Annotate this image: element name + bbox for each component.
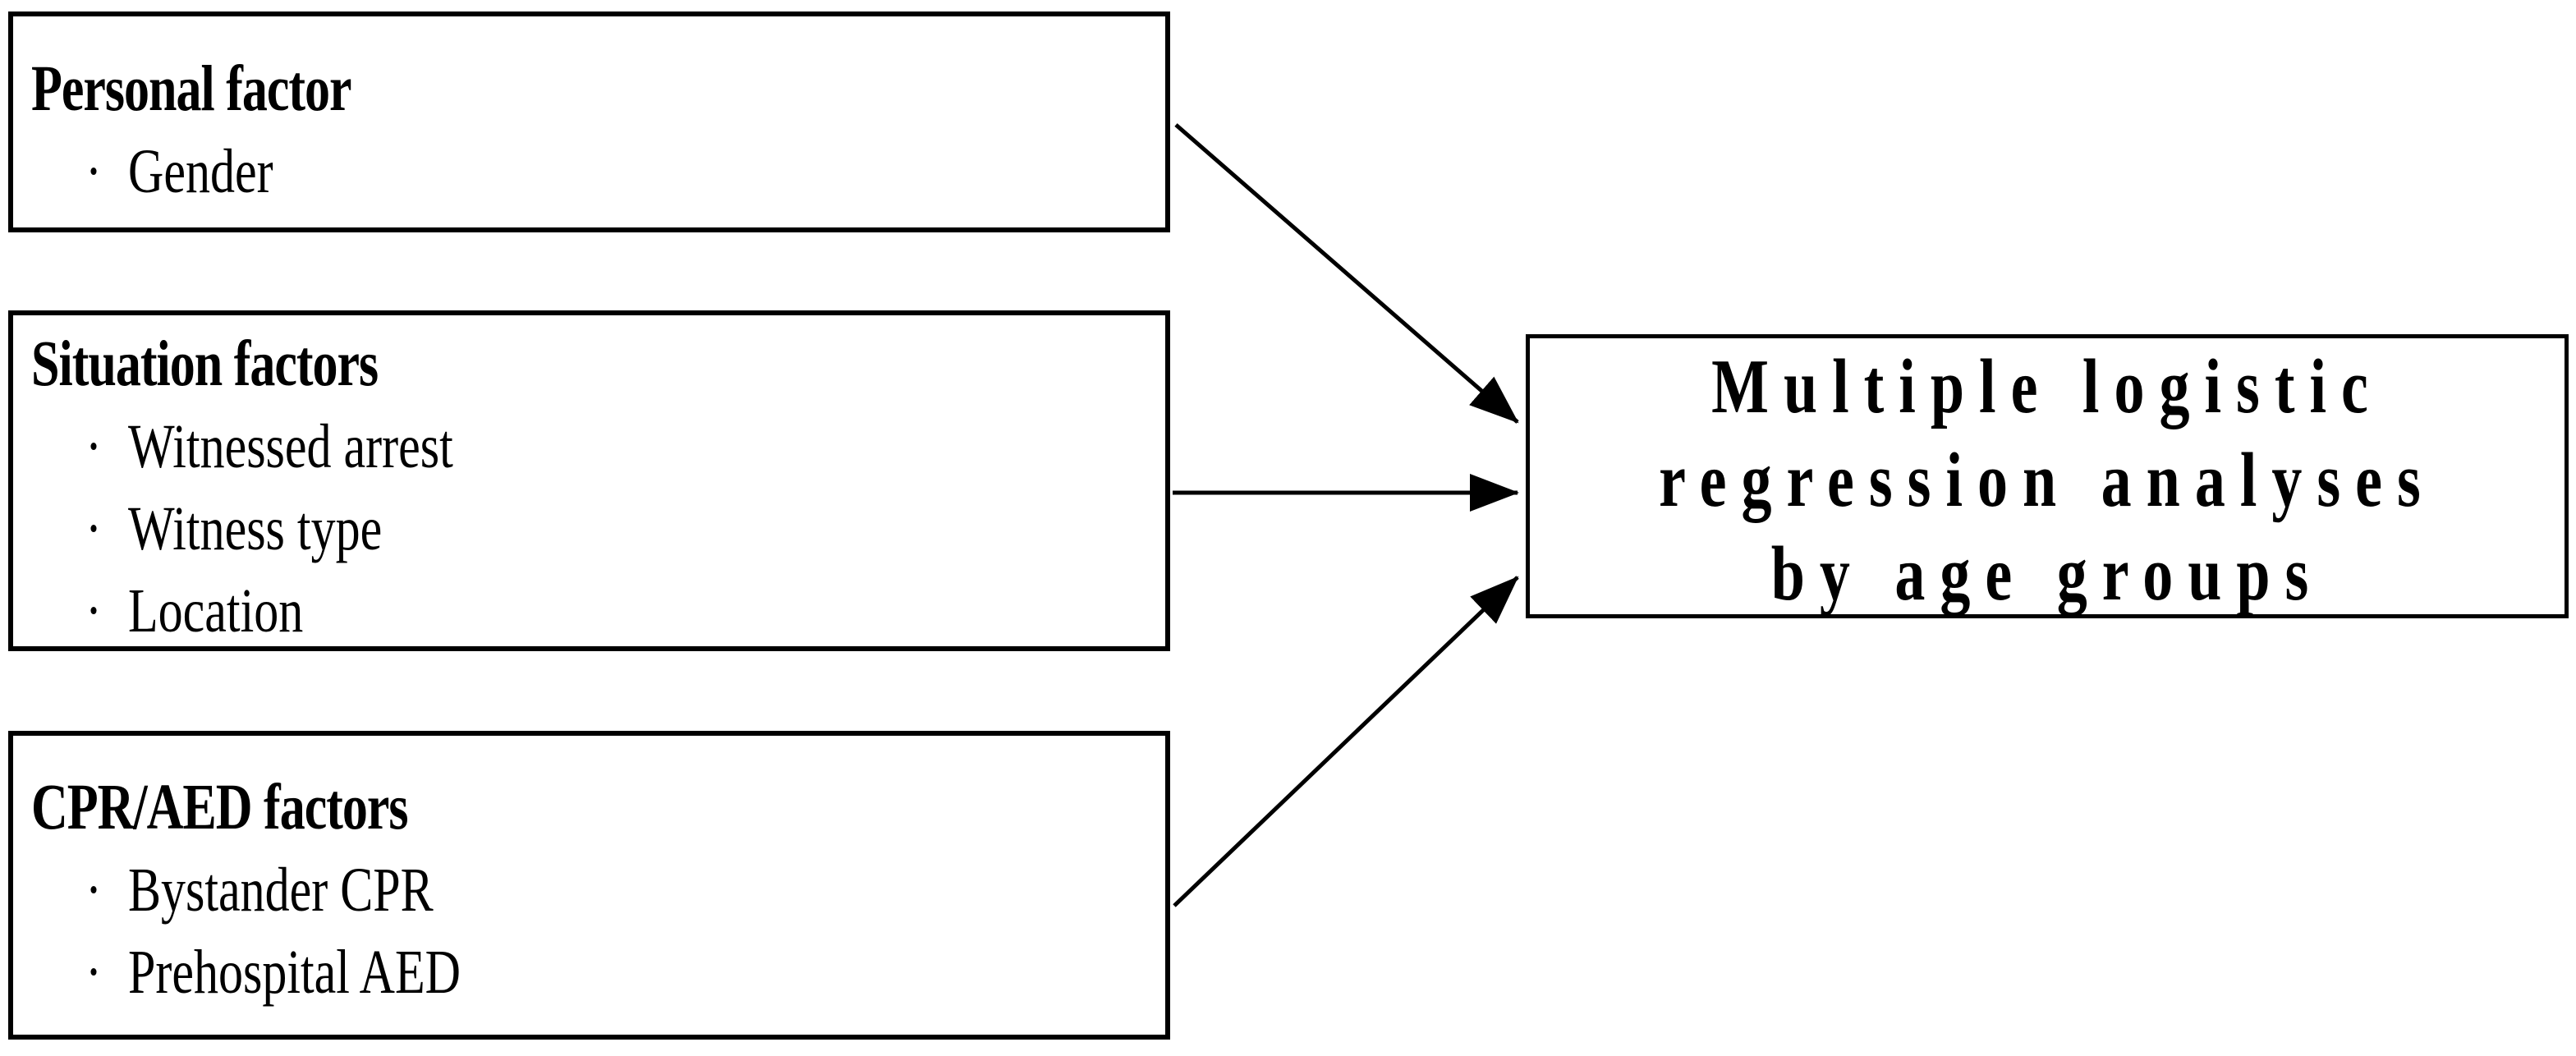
outcome-line-text: Multiple logistic [1711, 343, 2383, 430]
outcome-line-text: regression analyses [1659, 437, 2436, 524]
factor-box-title-text: CPR/AED factors [31, 772, 409, 844]
bullet-dot: · [85, 136, 102, 206]
outcome-line-text: by age groups [1770, 530, 2324, 618]
factor-item-label: Witness type [128, 494, 383, 563]
factor-box-title: Situation factors [13, 324, 1165, 406]
factor-box-title: CPR/AED factors [13, 768, 1165, 850]
arrow-personal-to-outcome [1174, 123, 1519, 424]
factor-item-label: Prehospital AED [128, 937, 461, 1007]
factor-box-situation: Situation factors · Witnessed arrest · W… [8, 310, 1170, 651]
factor-item-label: Bystander CPR [128, 855, 434, 925]
factor-item-label: Gender [128, 136, 273, 206]
factor-box-title: Personal factor [13, 49, 1165, 131]
factor-item-label: Location [128, 576, 304, 645]
factor-box-title-text: Personal factor [31, 53, 352, 126]
factor-item: · Prehospital AED [13, 932, 1165, 1014]
bullet-dot: · [85, 576, 102, 645]
outcome-line: regression analyses [1659, 435, 2436, 529]
bullet-dot: · [85, 494, 102, 563]
outcome-line: Multiple logistic [1711, 342, 2383, 435]
factor-item: · Witnessed arrest [13, 406, 1165, 489]
bullet-dot: · [85, 411, 102, 481]
outcome-box: Multiple logistic regression analyses by… [1526, 334, 2569, 618]
factor-item: · Location [13, 571, 1165, 653]
bullet-dot: · [85, 937, 102, 1007]
factor-item: · Gender [13, 131, 1165, 213]
bullet-dot: · [85, 855, 102, 925]
outcome-line: by age groups [1771, 529, 2324, 622]
factor-item-label: Witnessed arrest [128, 411, 453, 481]
factor-box-cpr-aed: CPR/AED factors · Bystander CPR · Prehos… [8, 731, 1170, 1040]
factor-item: · Bystander CPR [13, 850, 1165, 932]
arrow-cpr-aed-to-outcome [1173, 576, 1519, 907]
factor-item: · Witness type [13, 489, 1165, 571]
factor-box-title-text: Situation factors [31, 328, 379, 401]
factor-box-personal: Personal factor · Gender [8, 11, 1170, 232]
